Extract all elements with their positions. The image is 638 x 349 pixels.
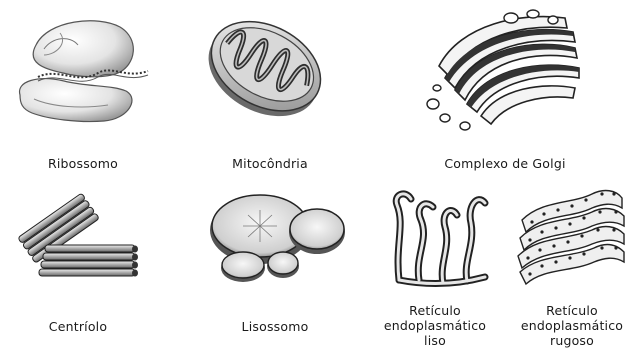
rough-er-figure bbox=[512, 180, 630, 290]
centriole-label: Centríolo bbox=[28, 319, 128, 334]
centriole-icon bbox=[15, 185, 145, 285]
smooth-er-label-line2: endoplasmático bbox=[370, 318, 500, 333]
smooth-er-icon bbox=[385, 185, 500, 290]
lysosome-figure bbox=[205, 190, 350, 285]
rough-er-icon bbox=[512, 180, 630, 290]
rough-er-label-line3: rugoso bbox=[508, 333, 636, 348]
mitochondrion-label: Mitocôndria bbox=[215, 156, 325, 171]
golgi-complex-icon bbox=[425, 8, 590, 133]
smooth-er-figure bbox=[385, 185, 500, 290]
ribosome-figure bbox=[8, 15, 158, 130]
smooth-er-label-line3: liso bbox=[370, 333, 500, 348]
rough-er-label: Retículo endoplasmático rugoso bbox=[508, 303, 636, 348]
smooth-er-label: Retículo endoplasmático liso bbox=[370, 303, 500, 348]
rough-er-label-line2: endoplasmático bbox=[508, 318, 636, 333]
golgi-label: Complexo de Golgi bbox=[420, 156, 590, 171]
mitochondrion-icon bbox=[200, 6, 330, 131]
smooth-er-label-line1: Retículo bbox=[370, 303, 500, 318]
golgi-figure bbox=[425, 8, 590, 133]
centriole-figure bbox=[15, 185, 145, 285]
lysosome-label: Lisossomo bbox=[220, 319, 330, 334]
ribosome-label: Ribossomo bbox=[28, 156, 138, 171]
rough-er-label-line1: Retículo bbox=[508, 303, 636, 318]
mitochondrion-figure bbox=[200, 6, 330, 131]
ribosome-icon bbox=[8, 15, 158, 130]
lysosome-icon bbox=[205, 190, 350, 285]
